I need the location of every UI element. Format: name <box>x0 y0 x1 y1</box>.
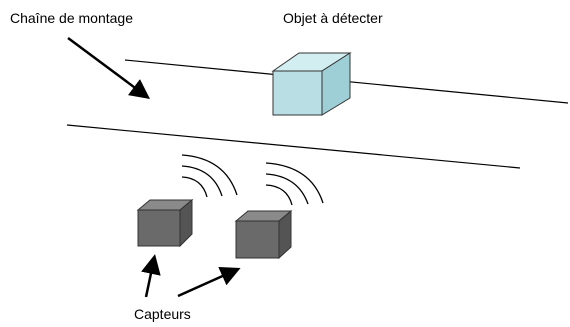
assembly-line-label: Chaîne de montage <box>10 10 133 26</box>
sensors-label: Capteurs <box>134 306 191 322</box>
object-cube <box>271 52 352 116</box>
sensor-right-front <box>235 220 280 259</box>
conveyor-near-edge <box>66 124 521 169</box>
sensor-cube-right <box>234 209 293 260</box>
sensor-left-arrow <box>141 254 161 298</box>
sensor-cube-left <box>136 198 194 248</box>
sensor-left-waves-icon <box>181 154 238 198</box>
sensor-right-arrow <box>177 267 241 298</box>
assembly-line-arrow <box>67 36 151 99</box>
object-to-detect-label: Objet à détecter <box>283 10 383 26</box>
sensor-left-front <box>137 209 181 247</box>
sensor-right-waves-icon <box>265 162 324 206</box>
object-cube-front <box>272 70 323 116</box>
